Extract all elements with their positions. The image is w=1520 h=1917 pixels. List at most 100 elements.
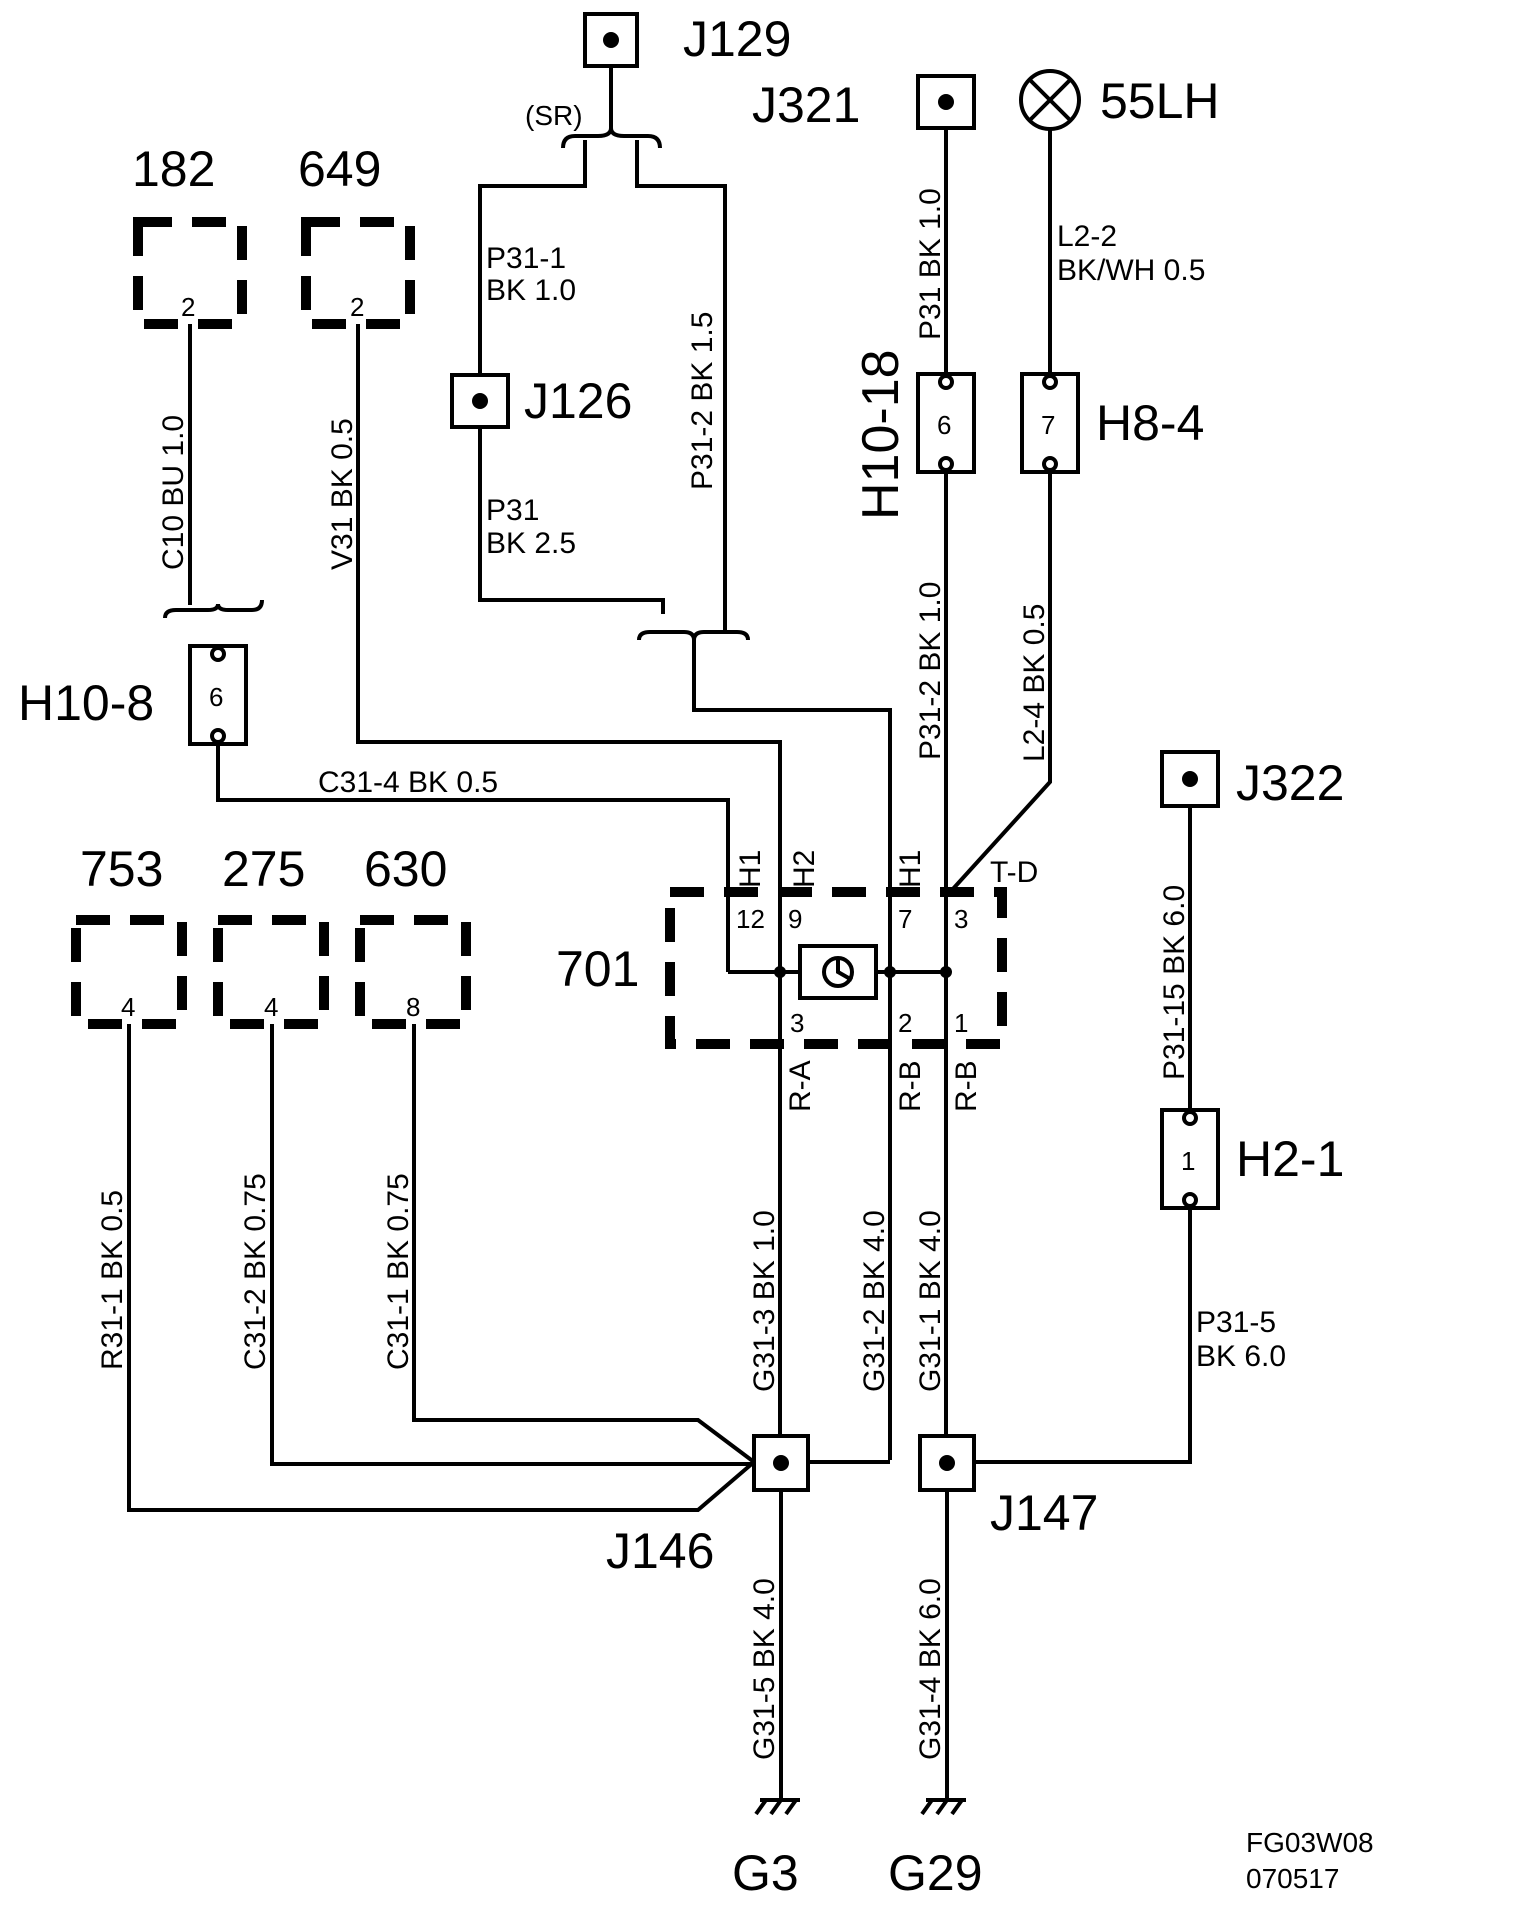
component-182-label: 182 [132, 141, 215, 197]
connector-h8-4-pin: 7 [1041, 410, 1055, 440]
wire-l2-2-label-a: L2-2 [1057, 220, 1117, 253]
component-630-pin: 8 [406, 992, 420, 1022]
splice-j322: J322 [1160, 750, 1344, 811]
splice-j129-label: J129 [683, 11, 791, 67]
ground-g29-label: G29 [888, 1845, 983, 1901]
connector-h10-18: 6 H10-18 [852, 349, 976, 520]
splice-j321-label: J321 [752, 77, 860, 133]
component-630: 630 8 [355, 841, 471, 1029]
component-275-label: 275 [222, 841, 305, 897]
component-753: 753 4 [71, 841, 187, 1029]
wire-c31-2-label: C31-2 BK 0.75 [239, 1173, 272, 1370]
component-182: 182 2 [132, 141, 247, 329]
pin701-12: 12 [736, 904, 765, 934]
splice-j126-label: J126 [524, 373, 632, 429]
wire-p31-bk25 [478, 427, 665, 614]
splice-j321: J321 [752, 74, 976, 133]
pin701-h1b: H1 [894, 850, 927, 888]
wire-c31-1 [412, 1024, 756, 1464]
wire-r31-1-label: R31-1 BK 0.5 [96, 1190, 129, 1370]
component-182-pin: 2 [181, 292, 195, 322]
connector-h10-8-label: H10-8 [18, 675, 154, 731]
connector-h2-1: 1 H2-1 [1160, 1108, 1344, 1210]
connector-h10-18-label: H10-18 [852, 349, 910, 520]
wire-p31-1-label-a: P31-1 [486, 242, 566, 275]
pin701-h1a: H1 [734, 850, 767, 888]
wire-p31-label-b: BK 2.5 [486, 527, 576, 560]
wire-c31-4 [216, 744, 730, 972]
ground-g3-icon: G3 [732, 1798, 800, 1901]
wire-p31-2-bk15-label: P31-2 BK 1.5 [686, 312, 719, 490]
wire-p31-bk10-label: P31 BK 1.0 [914, 188, 947, 340]
component-753-label: 753 [80, 841, 163, 897]
pin701-ra: R-A [784, 1060, 817, 1112]
pin701-7: 7 [898, 904, 912, 934]
connector-h2-1-label: H2-1 [1236, 1131, 1344, 1187]
splice-j147-label: J147 [990, 1485, 1098, 1541]
pin701-h2: H2 [788, 850, 821, 888]
wire-v31-g31-3 [356, 324, 782, 1460]
wire-g31-1-label: G31-1 BK 4.0 [914, 1210, 947, 1392]
wire-p31-1-label-b: BK 1.0 [486, 274, 576, 307]
sr-label: (SR) [525, 100, 583, 131]
wire-v31-label: V31 BK 0.5 [326, 418, 359, 570]
splice-j146-label: J146 [606, 1523, 714, 1579]
wire-l2-4 [950, 472, 1052, 892]
connector-h8-4: 7 H8-4 [1020, 372, 1204, 474]
wire-g31-2-trunk [692, 640, 892, 1460]
wire-g31-5-label: G31-5 BK 4.0 [748, 1578, 781, 1760]
wire-g31-3-label: G31-3 BK 1.0 [748, 1210, 781, 1392]
splice-j129: J129 [583, 11, 791, 68]
wire-p31-5-label-a: P31-5 [1196, 1306, 1276, 1339]
lamp-55lh: 55LH [1019, 69, 1220, 131]
connector-h10-18-pin: 6 [937, 410, 951, 440]
ground-g3-label: G3 [732, 1845, 799, 1901]
component-649-pin: 2 [350, 292, 364, 322]
wire-p31-label-a: P31 [486, 494, 539, 527]
pin701-td: T-D [990, 856, 1038, 889]
ground-g29-icon: G29 [888, 1798, 983, 1901]
wire-g31-2-label: G31-2 BK 4.0 [858, 1210, 891, 1392]
splice-j126: J126 [450, 373, 632, 429]
wire-p31-2-bk10-label: P31-2 BK 1.0 [914, 582, 947, 760]
pin701-1: 1 [954, 1008, 968, 1038]
pin701-3-top: 3 [954, 904, 968, 934]
wire-l2-4-label: L2-4 BK 0.5 [1018, 604, 1051, 762]
pin701-3: 3 [790, 1008, 804, 1038]
component-649-label: 649 [298, 141, 381, 197]
component-649: 649 2 [298, 141, 415, 329]
sr-bracket [561, 127, 662, 149]
wire-c10-label: C10 BU 1.0 [157, 415, 190, 570]
component-630-label: 630 [364, 841, 447, 897]
splice-j146: J146 [606, 1434, 810, 1579]
connector-h8-4-label: H8-4 [1096, 395, 1204, 451]
wire-p31-1 [478, 140, 587, 375]
wire-c31-2 [270, 1024, 754, 1466]
wire-c31-4-label: C31-4 BK 0.5 [318, 766, 498, 799]
wire-g31-4-label: G31-4 BK 6.0 [914, 1578, 947, 1760]
wire-p31-2-bk15 [635, 140, 727, 632]
pin701-9: 9 [788, 904, 802, 934]
component-275-pin: 4 [264, 992, 278, 1022]
figure-date: 070517 [1246, 1863, 1339, 1894]
wire-c31-1-label: C31-1 BK 0.75 [382, 1173, 415, 1370]
lamp-55lh-label: 55LH [1100, 73, 1220, 129]
component-701: 701 [556, 887, 1007, 1049]
pin701-2: 2 [898, 1008, 912, 1038]
join-bracket [637, 630, 750, 641]
splice-j147: J147 [918, 1434, 1098, 1541]
wire-r31-1 [127, 1024, 756, 1512]
component-753-pin: 4 [121, 992, 135, 1022]
component-701-label: 701 [556, 941, 639, 997]
h10-8-bracket [163, 599, 264, 619]
wire-l2-2-label-b: BK/WH 0.5 [1057, 254, 1205, 287]
wire-p31-5-label-b: BK 6.0 [1196, 1340, 1286, 1373]
wire-p31-15-label: P31-15 BK 6.0 [1158, 885, 1191, 1080]
connector-h10-8: 6 H10-8 [18, 644, 248, 746]
component-275: 275 4 [213, 841, 329, 1029]
connector-h2-1-pin: 1 [1181, 1146, 1195, 1176]
pin701-rb2: R-B [950, 1060, 983, 1112]
wire-p31-5 [974, 1208, 1192, 1464]
